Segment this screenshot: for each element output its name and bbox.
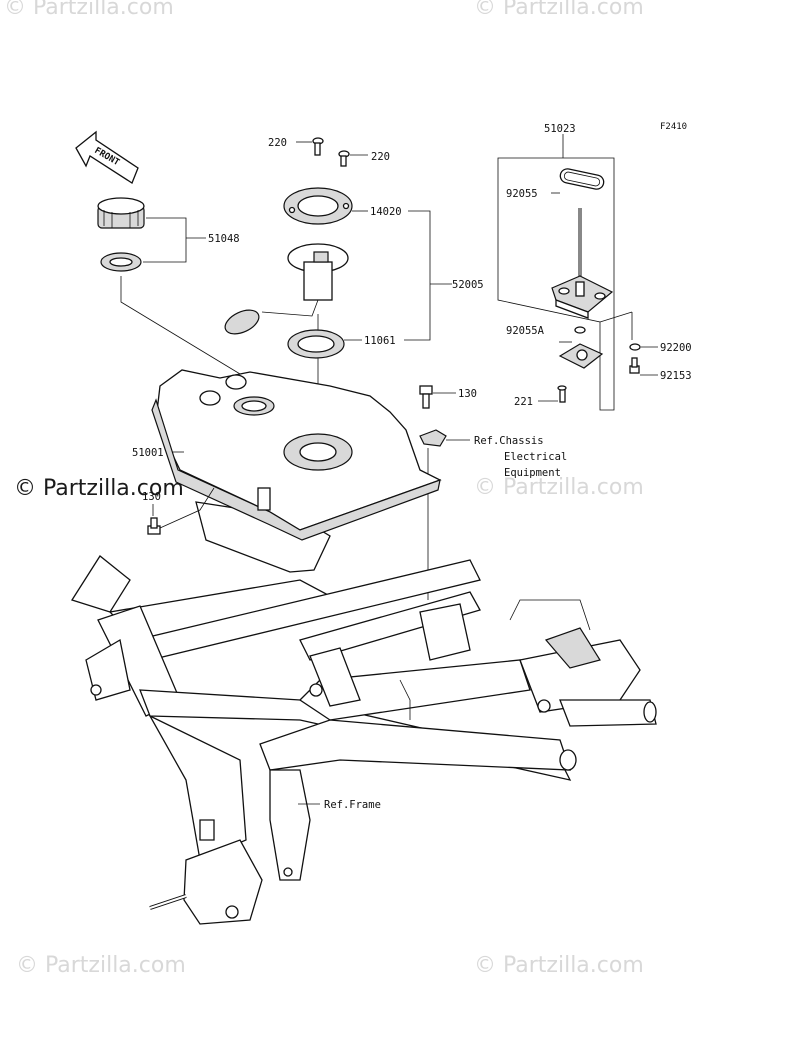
cap-gasket-icon bbox=[100, 252, 142, 272]
fuel-pump-icon bbox=[261, 243, 349, 317]
fuel-tank-icon bbox=[151, 369, 442, 573]
fuel-float-icon bbox=[224, 309, 260, 335]
callout-51001: 51001 bbox=[132, 447, 164, 459]
callout-92153: 92153 bbox=[660, 370, 692, 382]
diagram-code: F2410 bbox=[660, 122, 687, 132]
callout-52005: 52005 bbox=[452, 279, 484, 291]
frame-icon bbox=[70, 555, 657, 925]
callout-14020: 14020 bbox=[370, 206, 402, 218]
callout-11061: 11061 bbox=[364, 335, 396, 347]
front-arrow-icon: FRONT bbox=[75, 130, 139, 184]
callout-130-top: 130 bbox=[458, 388, 477, 400]
callout-130-left: 130 bbox=[142, 491, 161, 503]
bolt-220-right-icon bbox=[338, 150, 350, 167]
bolt-220-left-icon bbox=[312, 137, 324, 156]
watermark-top-right: © Partzilla.com bbox=[474, 0, 644, 20]
bolt-130-left-icon bbox=[147, 517, 161, 535]
fuel-cock-assembly-box bbox=[497, 134, 633, 411]
ref-chassis-line3: Equipment bbox=[504, 467, 561, 479]
watermark-bottom-left: © Partzilla.com bbox=[16, 953, 186, 978]
callout-51023: 51023 bbox=[544, 123, 576, 135]
pump-plate-icon bbox=[283, 187, 353, 225]
ref-chassis-line1: Ref.Chassis bbox=[474, 435, 544, 447]
callout-220-left: 220 bbox=[268, 137, 287, 149]
callout-221: 221 bbox=[514, 396, 533, 408]
ref-chassis-line2: Electrical bbox=[504, 451, 567, 463]
watermark-middle-left: © Partzilla.com bbox=[14, 476, 184, 501]
callout-92055a: 92055A bbox=[506, 325, 545, 337]
watermark-middle-right: © Partzilla.com bbox=[474, 475, 644, 500]
fuel-cock-body-icon bbox=[551, 275, 614, 319]
watermark-bottom-right: © Partzilla.com bbox=[474, 953, 644, 978]
pump-gasket-icon bbox=[287, 329, 345, 359]
ref-frame: Ref.Frame bbox=[324, 799, 381, 811]
washer-icon bbox=[629, 343, 641, 351]
fuel-cap-icon bbox=[97, 197, 145, 229]
diaphragm-cover-icon bbox=[558, 343, 604, 369]
watermark-top-left: © Partzilla.com bbox=[4, 0, 174, 20]
callout-220-right: 220 bbox=[371, 151, 390, 163]
callout-51048: 51048 bbox=[208, 233, 240, 245]
o-ring-icon bbox=[574, 326, 586, 334]
callout-92200: 92200 bbox=[660, 342, 692, 354]
bolt-130-top-icon bbox=[419, 385, 433, 409]
screw-221-icon bbox=[557, 385, 567, 403]
chassis-bracket-icon bbox=[419, 429, 447, 447]
callout-92055: 92055 bbox=[506, 188, 538, 200]
fuel-strainer-icon bbox=[559, 168, 605, 190]
bolt-92153-icon bbox=[629, 357, 640, 374]
